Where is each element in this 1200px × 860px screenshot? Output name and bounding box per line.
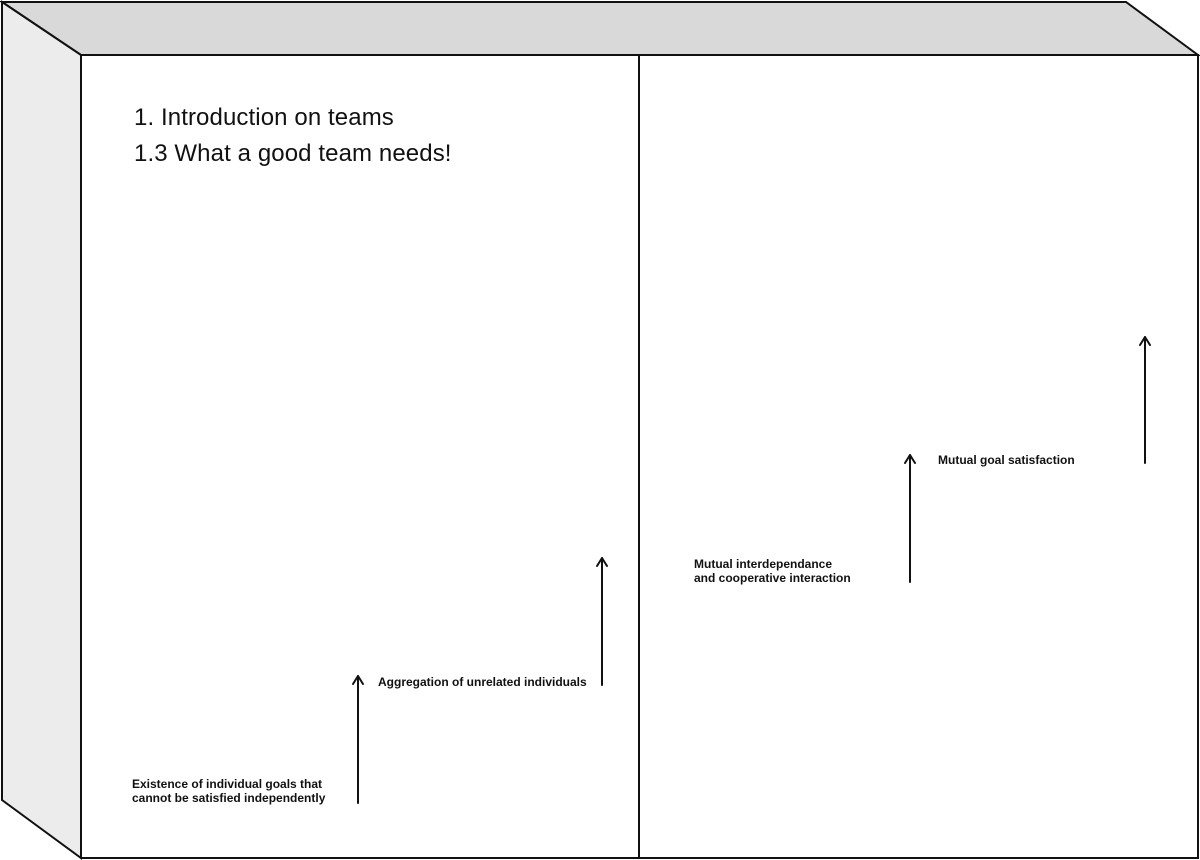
step-label-line: Aggregation of unrelated individuals	[378, 675, 587, 689]
step-label-line: Existence of individual goals that	[132, 777, 323, 791]
step-label-line: Mutual goal satisfaction	[938, 453, 1075, 467]
step-label-line: cannot be satisfied independently	[132, 791, 326, 805]
arrow-step-2	[596, 557, 608, 686]
step-label-line: and cooperative interaction	[694, 571, 851, 585]
arrow-step-3	[904, 454, 916, 583]
section-heading: 1. Introduction on teams	[134, 104, 394, 131]
arrow-step-1	[352, 675, 364, 804]
arrow-step-4	[1139, 336, 1151, 464]
box-top-face	[0, 1, 1200, 56]
box-left-face	[0, 0, 82, 860]
step-label-goal-satisfaction: Mutual goal satisfaction	[938, 453, 1075, 467]
subsection-heading: 1.3 What a good team needs!	[134, 140, 452, 167]
step-label-individual-goals: Existence of individual goals that canno…	[132, 777, 325, 805]
step-label-aggregation: Aggregation of unrelated individuals	[378, 675, 587, 689]
step-label-interdependence: Mutual interdependance and cooperative i…	[694, 557, 851, 585]
step-label-line: Mutual interdependance	[694, 557, 833, 571]
